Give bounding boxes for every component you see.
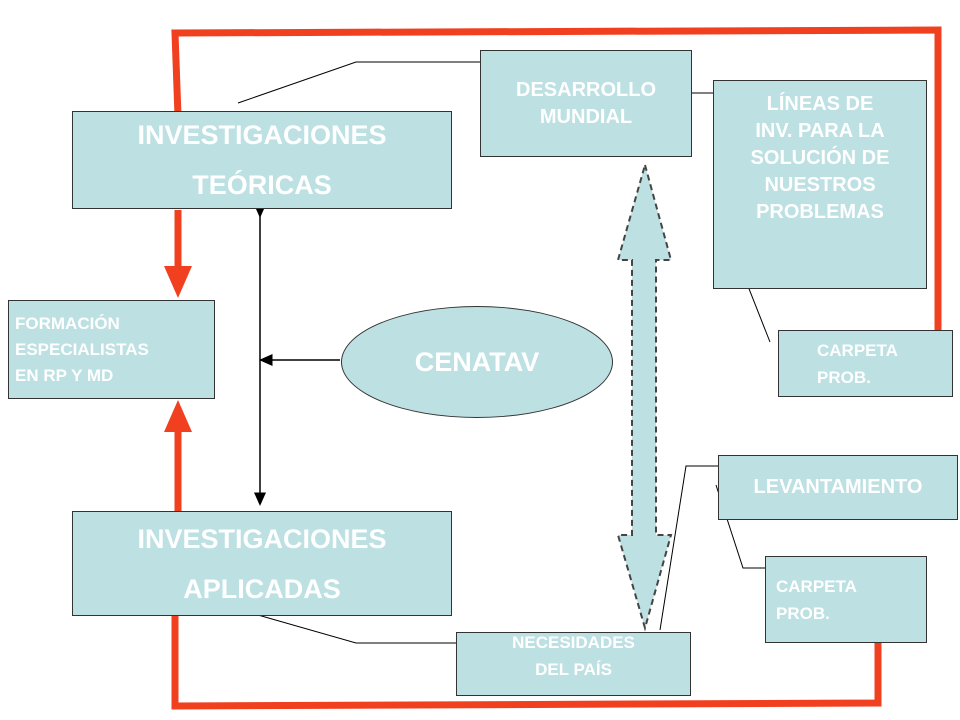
label-line: CARPETA (817, 340, 898, 360)
label-line: PROBLEMAS (756, 201, 884, 223)
callout-desarrollo (237, 61, 480, 104)
label-line: PROB. (817, 367, 871, 387)
label-line: NUESTROS (764, 174, 876, 196)
box-investigaciones-aplicadas: INVESTIGACIONES APLICADAS (72, 511, 452, 616)
callout-aplicadas (257, 614, 456, 644)
box-necesidades-del-pais: NECESIDADES DEL PAÍS (456, 632, 691, 696)
label-line: DEL PAÍS (535, 660, 612, 679)
label-line: FORMACIÓN (15, 313, 120, 333)
label-line: NECESIDADES (512, 633, 635, 652)
label-line: LÍNEAS DE (766, 93, 874, 115)
box-investigaciones-teoricas: INVESTIGACIONES TEÓRICAS (72, 111, 452, 209)
label-line: INVESTIGACIONES (137, 523, 387, 554)
label-line: CARPETA (776, 576, 857, 596)
red-frame-bottom (171, 616, 882, 710)
label-line: APLICADAS (183, 573, 341, 604)
label-line: LEVANTAMIENTO (753, 476, 923, 498)
callout-levantamiento (659, 465, 718, 631)
label-line: INV. PARA LA (755, 120, 885, 142)
box-levantamiento: LEVANTAMIENTO (718, 455, 958, 520)
red-frame (171, 26, 942, 332)
label-line: TEÓRICAS (192, 170, 332, 200)
box-formacion: FORMACIÓN ESPECIALISTAS EN RP Y MD (8, 300, 215, 399)
big-double-arrow (616, 161, 673, 632)
ellipse-cenatav: CENATAV (341, 306, 613, 418)
label-line: EN RP Y MD (15, 365, 114, 385)
label-cenatav: CENATAV (414, 346, 540, 377)
box-carpeta-prob-2: CARPETA PROB. (765, 556, 927, 643)
label-line: ESPECIALISTAS (15, 339, 149, 359)
red-arrowhead-down (164, 266, 192, 298)
box-lineas-inv: LÍNEAS DE INV. PARA LA SOLUCIÓN DE NUEST… (713, 80, 927, 289)
label-line: DESARROLLO (516, 78, 656, 101)
label-line: SOLUCIÓN DE (750, 147, 890, 169)
box-carpeta-prob-1: CARPETA PROB. (778, 330, 953, 397)
red-arrowhead-up (164, 400, 192, 432)
label-line: INVESTIGACIONES (137, 120, 387, 150)
label-line: MUNDIAL (539, 105, 633, 128)
box-desarrollo-mundial: DESARROLLO MUNDIAL (480, 50, 692, 157)
label-line: PROB. (776, 603, 830, 623)
